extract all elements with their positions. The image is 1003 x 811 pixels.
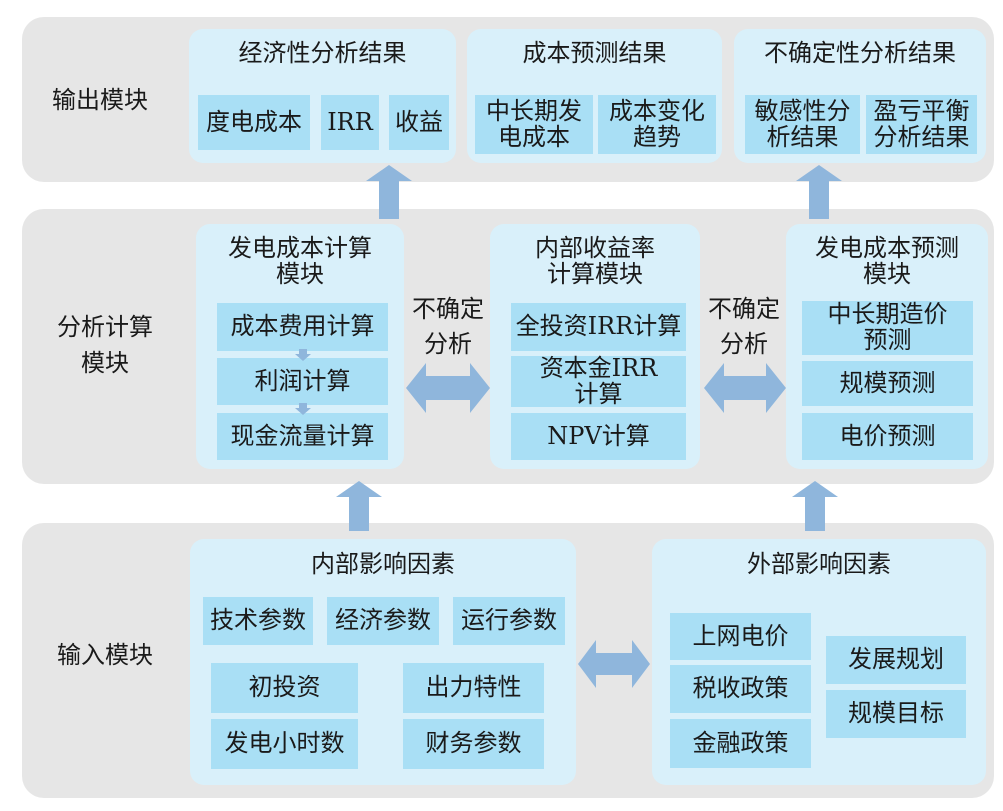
cost-forecast-results-title: 成本预测结果 xyxy=(522,39,667,68)
left-uncertainty-label: 不确定 分析 xyxy=(412,295,484,358)
operating-params: 运行参数 xyxy=(453,597,565,645)
economic-params: 经济参数 xyxy=(327,597,439,645)
output-item-long-term-cost: 中长期发 电成本 xyxy=(475,95,593,154)
equity-irr-calc: 资本金IRR 计算 xyxy=(511,355,686,407)
double-arrow-internal-external xyxy=(578,640,650,688)
cash-flow-calc: 现金流量计算 xyxy=(217,413,388,460)
npv-calc: NPV计算 xyxy=(511,413,686,460)
profit-calc: 利润计算 xyxy=(217,358,388,405)
up-arrow-analysis-to-uncertainty-output xyxy=(796,165,842,219)
input-band-label: 输入模块 xyxy=(57,641,153,669)
full-investment-irr-calc: 全投资IRR计算 xyxy=(511,303,686,351)
irr-calc-module-title: 内部收益率 计算模块 xyxy=(535,234,655,288)
financial-policy: 金融政策 xyxy=(670,719,811,768)
initial-investment: 初投资 xyxy=(211,663,358,713)
right-uncertainty-label: 不确定 分析 xyxy=(708,295,780,358)
output-band-label: 输出模块 xyxy=(52,86,148,114)
external-factors-title: 外部影响因素 xyxy=(747,550,891,579)
financial-params: 财务参数 xyxy=(403,719,544,769)
output-item-sensitivity: 敏感性分 析结果 xyxy=(745,95,860,154)
generation-hours: 发电小时数 xyxy=(211,719,358,769)
uncertainty-results-title: 不确定性分析结果 xyxy=(764,39,956,68)
cost-expense-calc: 成本费用计算 xyxy=(217,303,388,351)
down-arrow-profit-to-cashflow xyxy=(295,403,311,415)
double-arrow-cost-calc-irr xyxy=(406,363,490,413)
up-arrow-input-to-cost-calc xyxy=(336,481,382,531)
technical-params: 技术参数 xyxy=(203,597,313,645)
cost-calc-module-title: 发电成本计算 模块 xyxy=(228,234,372,288)
output-item-breakeven: 盈亏平衡 分析结果 xyxy=(866,95,977,154)
double-arrow-irr-cost-forecast xyxy=(704,363,786,413)
scale-forecast: 规模预测 xyxy=(802,361,973,406)
output-item-irr: IRR xyxy=(321,95,379,150)
feed-in-tariff: 上网电价 xyxy=(670,613,811,660)
output-item-levelized-cost: 度电成本 xyxy=(198,95,310,150)
down-arrow-cost-to-profit xyxy=(295,349,311,361)
output-item-cost-trend: 成本变化 趋势 xyxy=(598,95,716,154)
scale-target: 规模目标 xyxy=(826,690,966,738)
development-plan: 发展规划 xyxy=(826,636,966,684)
cost-forecast-module-title: 发电成本预测 模块 xyxy=(815,234,959,288)
internal-factors-title: 内部影响因素 xyxy=(311,550,455,579)
output-characteristics: 出力特性 xyxy=(403,663,544,713)
analysis-band-label: 分析计算 模块 xyxy=(57,313,153,377)
price-forecast: 电价预测 xyxy=(802,413,973,460)
economic-results-title: 经济性分析结果 xyxy=(238,39,407,68)
output-item-revenue: 收益 xyxy=(389,95,449,150)
up-arrow-analysis-to-economic-output xyxy=(366,165,412,219)
up-arrow-input-to-cost-forecast xyxy=(792,481,838,531)
tax-policy: 税收政策 xyxy=(670,665,811,713)
long-term-cost-forecast: 中长期造价 预测 xyxy=(802,301,973,355)
